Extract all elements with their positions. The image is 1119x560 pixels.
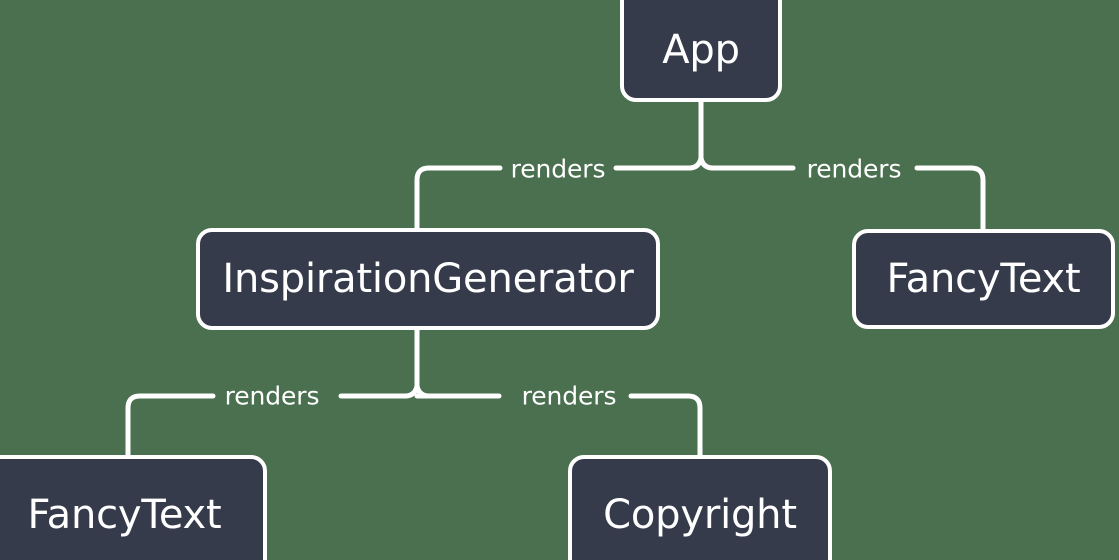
edge-label-app-to-fancytext: renders (806, 154, 902, 184)
node-copyright[interactable]: Copyright (568, 455, 832, 560)
wire-inspiration-junction-right2 (414, 383, 432, 399)
wire-fancytext-right-elbow (968, 165, 986, 232)
wire-copyright-elbow (685, 393, 703, 458)
edge-label-inspiration-generator-to-fancytext: renders (224, 381, 320, 411)
wire-app-junction-left (686, 155, 704, 171)
node-app[interactable]: App (620, 0, 782, 102)
edge-label-inspiration-generator-to-copyright: renders (521, 381, 617, 411)
node-inspiration-generator-label: InspirationGenerator (222, 256, 634, 302)
wire-fancytext-left-elbow (125, 393, 143, 458)
node-fancytext-right[interactable]: FancyText (852, 229, 1115, 329)
node-inspiration-generator[interactable]: InspirationGenerator (196, 228, 660, 330)
node-app-label: App (662, 27, 740, 73)
edge-label-app-to-inspiration-generator: renders (510, 154, 606, 184)
node-fancytext-left[interactable]: FancyText (0, 455, 267, 560)
wire-inspiration-junction-left (402, 383, 420, 399)
node-fancytext-left-label: FancyText (27, 492, 222, 538)
node-fancytext-right-label: FancyText (886, 256, 1081, 302)
wire-app-junction-right (698, 155, 716, 171)
wire-inspiration-elbow (414, 165, 432, 231)
node-copyright-label: Copyright (603, 492, 797, 538)
